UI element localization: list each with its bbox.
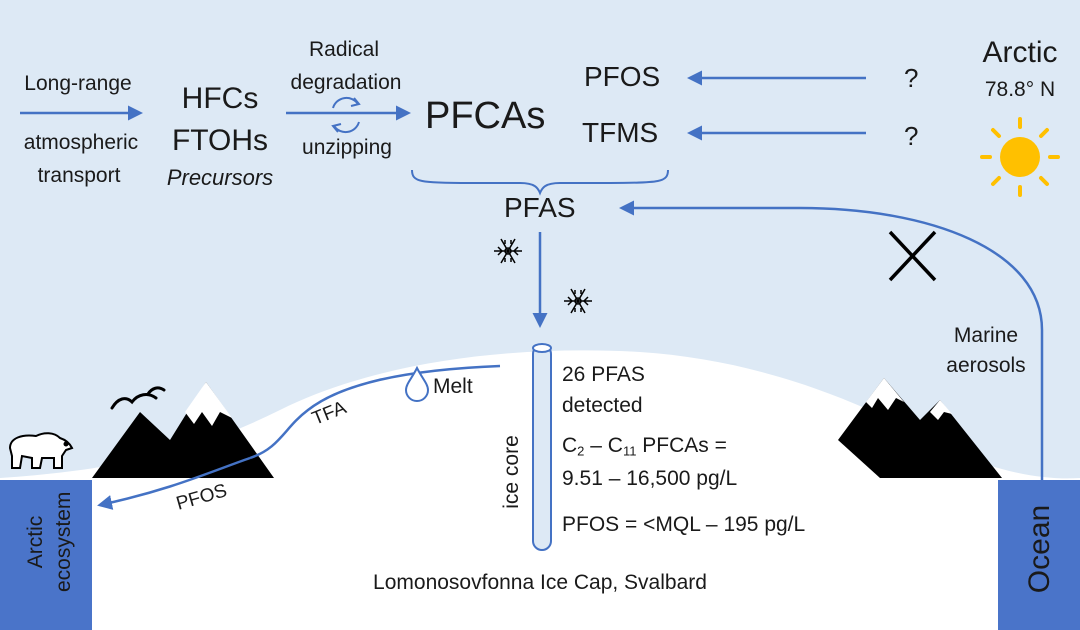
melt-flow-line [249, 364, 501, 460]
recycle-icon [331, 96, 361, 134]
ocean-label: Ocean [1023, 504, 1056, 594]
degradation-line3: unzipping [302, 136, 392, 159]
blocked-x-icon [888, 230, 937, 282]
pfos-range: PFOS = <MQL – 195 pg/L [562, 513, 806, 536]
melt-label: Melt [433, 375, 473, 398]
pfcas-label: PFCAs [425, 95, 546, 137]
polar-bear-icon [8, 432, 74, 469]
degradation-line1: Radical [308, 38, 380, 61]
pfas-label: PFAS [504, 192, 576, 223]
location-label: Lomonosovfonna Ice Cap, Svalbard [373, 571, 707, 594]
ecosystem-label-line2: ecosystem [52, 491, 75, 592]
ftohs-label: FTOHs [171, 124, 269, 157]
snowflake-icon-2 [564, 288, 592, 314]
arctic-ecosystem-box [0, 480, 92, 630]
pfos-label: PFOS [584, 61, 661, 92]
pfca-range-line1: C2 – C11 PFCAs = [562, 434, 727, 459]
left-mountains-icon [92, 382, 274, 478]
snowflake-icon [494, 238, 522, 264]
arctic-title: Arctic [982, 36, 1058, 69]
marine-label-line2: aerosols [946, 354, 1026, 377]
ice-core-label: ice core [500, 435, 523, 509]
pfas-brace [411, 169, 669, 196]
hfcs-label: HFCs [181, 82, 259, 115]
pfca-range-line2: 9.51 – 16,500 pg/L [562, 467, 738, 490]
detected-line2: detected [562, 394, 643, 417]
pfos-unknown-source: ? [904, 63, 919, 93]
transport-label-line3: transport [37, 164, 121, 187]
pfos-flow-arrow [97, 456, 251, 510]
marine-label-line1: Marine [953, 324, 1019, 347]
marine-aerosol-arrow [619, 200, 1044, 480]
latitude-label: 78.8° N [984, 78, 1056, 101]
precursors-label: Precursors [166, 165, 274, 190]
ecosystem-label-line1: Arctic [24, 515, 47, 569]
tfms-label: TFMS [582, 117, 659, 148]
right-mountains-icon [838, 378, 1002, 478]
transport-label-line1: Long-range [24, 72, 132, 95]
ice-core-icon [532, 343, 552, 551]
transport-label-line2: atmospheric [23, 131, 139, 154]
water-drop-icon [404, 365, 430, 402]
tfms-unknown-source: ? [904, 121, 919, 151]
birds-icon [110, 386, 166, 410]
degradation-line2: degradation [290, 71, 402, 94]
ocean-box [998, 480, 1080, 630]
detected-line1: 26 PFAS [562, 363, 645, 386]
sun-icon [980, 117, 1060, 197]
